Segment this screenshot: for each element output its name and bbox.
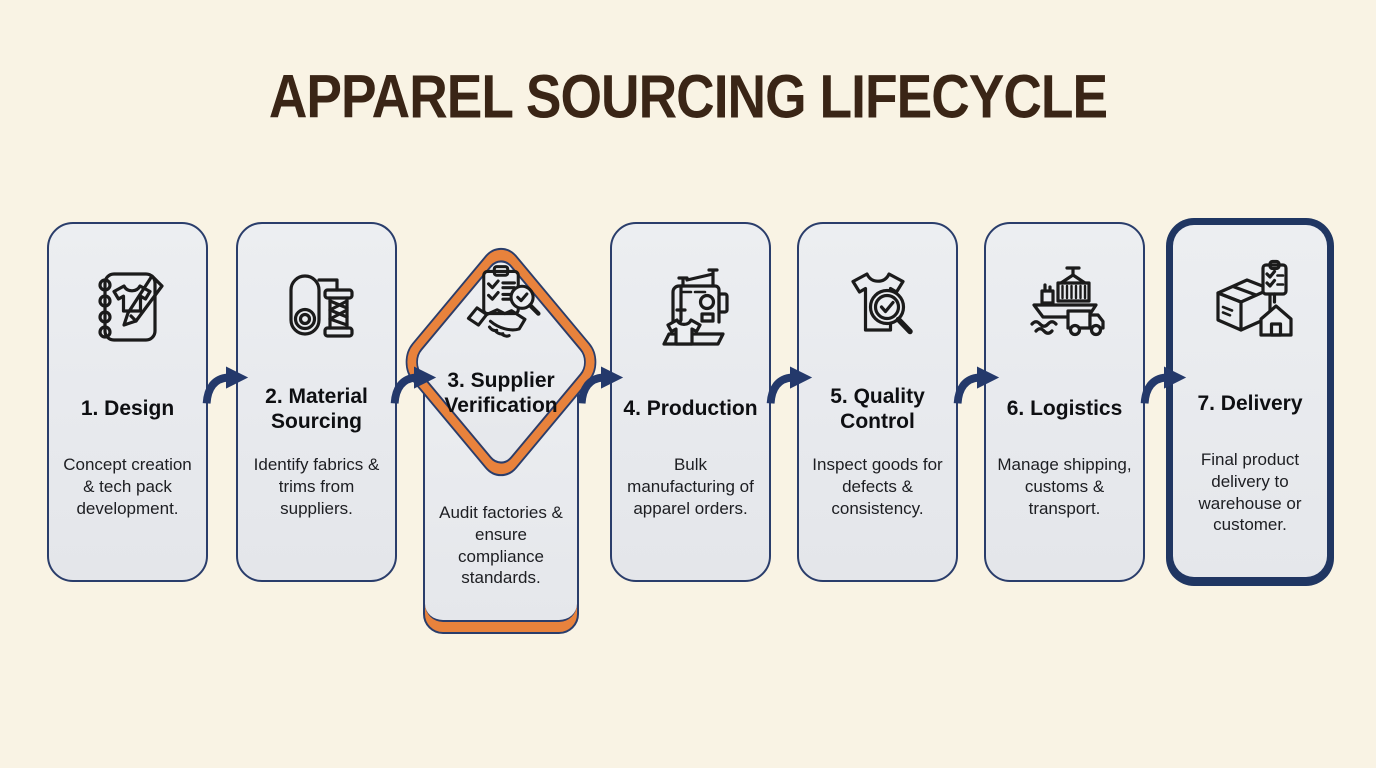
tshirt-magnifier-check-icon xyxy=(850,272,913,335)
stage-description: Bulk manufacturing of apparel orders. xyxy=(627,455,754,518)
stage-title: 3. Supplier Verification xyxy=(444,369,558,418)
flow-arrow-icon-6 xyxy=(1140,366,1187,404)
flow-arrow-icon-1 xyxy=(202,366,249,404)
stage-title: 2. Material Sourcing xyxy=(265,384,368,433)
infographic-title: APPAREL SOURCING LIFECYCLE xyxy=(268,61,1108,131)
stage-card-production: 4. Production Bulk manufacturing of appa… xyxy=(610,222,771,582)
stage-card-design: 1. Design Concept creation & tech pack d… xyxy=(47,222,208,582)
flow-arrow-icon-2 xyxy=(390,366,437,404)
stage-description: Manage shipping, customs & transport. xyxy=(997,455,1132,518)
stage-title: 7. Delivery xyxy=(1197,392,1303,416)
stage-card-logistics: 6. Logistics Manage shipping, customs & … xyxy=(984,222,1145,582)
flow-arrow-icon-5 xyxy=(953,366,1000,404)
sketchbook-tshirt-pencil-icon xyxy=(97,272,164,342)
stage-card-inner: 7. Delivery Final product delivery to wa… xyxy=(1173,225,1327,577)
fabric-roll-thread-spool-icon xyxy=(288,274,354,338)
box-checklist-house-icon xyxy=(1216,259,1293,337)
stage-description: Audit factories & ensure compliance stan… xyxy=(439,503,563,588)
material-icon-wrap xyxy=(269,258,365,358)
delivery-icon-wrap xyxy=(1202,253,1298,353)
design-icon-wrap xyxy=(80,258,176,358)
logistics-icon-wrap xyxy=(1017,258,1113,358)
stage-description: Final product delivery to warehouse or c… xyxy=(1198,450,1302,535)
sewing-machine-tshirt-icon xyxy=(661,268,729,346)
stage-title: 1. Design xyxy=(80,397,175,421)
stage-card-material-sourcing: 2. Material Sourcing Identify fabrics & … xyxy=(236,222,397,582)
flow-arrow-icon-3 xyxy=(577,366,624,404)
stage-description: Identify fabrics & trims from suppliers. xyxy=(253,455,380,518)
quality-icon-wrap xyxy=(830,258,926,358)
stage-description: Concept creation & tech pack development… xyxy=(63,455,192,518)
stage-title: 4. Production xyxy=(623,397,758,421)
stage-card-quality-control: 5. Quality Control Inspect goods for def… xyxy=(797,222,958,582)
production-icon-wrap xyxy=(643,258,739,358)
supplier-icon-wrap xyxy=(455,258,547,350)
flow-arrow-icon-4 xyxy=(766,366,813,404)
clipboard-handshake-magnifier-icon xyxy=(466,265,541,338)
stage-title: 6. Logistics xyxy=(1006,397,1123,421)
stage-title: 5. Quality Control xyxy=(830,384,925,433)
stage-diamond-content: 3. Supplier Verification xyxy=(406,258,596,458)
cargo-ship-container-truck-icon xyxy=(1029,266,1105,337)
stage-description: Inspect goods for defects & consistency. xyxy=(812,455,943,518)
stage-card-delivery: 7. Delivery Final product delivery to wa… xyxy=(1166,218,1334,586)
